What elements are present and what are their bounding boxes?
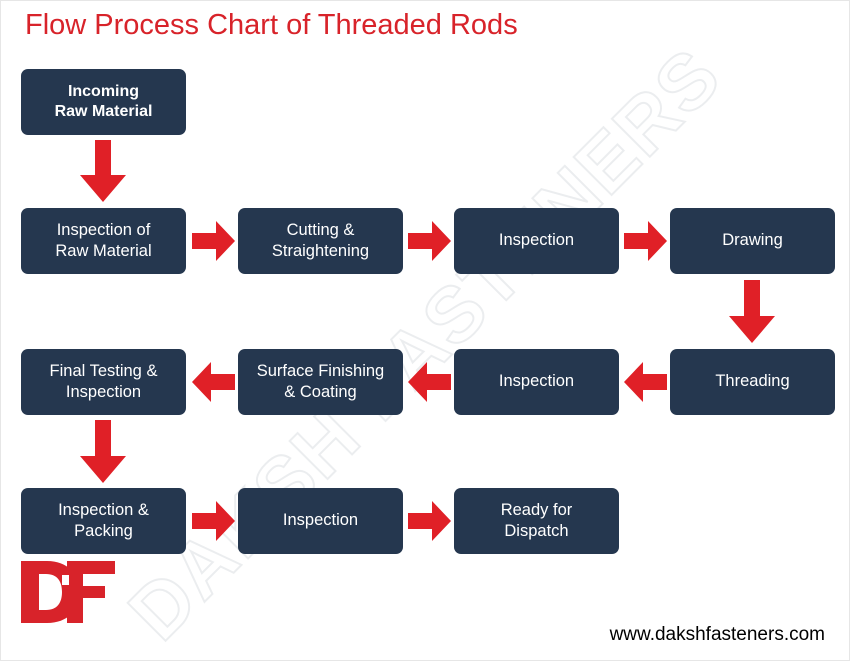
process-node-threading[interactable]: Threading xyxy=(670,349,835,415)
arrow-inspection-packing-to-inspection-3 xyxy=(192,500,236,542)
process-node-inspection-2[interactable]: Inspection xyxy=(454,349,619,415)
arrow-cutting-straightening-to-inspection-1 xyxy=(408,220,452,262)
arrow-incoming-raw-material-to-inspection-of-raw-material xyxy=(79,140,127,203)
page-title: Flow Process Chart of Threaded Rods xyxy=(25,9,518,41)
process-node-inspection-3[interactable]: Inspection xyxy=(238,488,403,554)
node-label: Inspection of Raw Material xyxy=(55,220,152,260)
arrow-surface-finishing-coating-to-final-testing-inspection xyxy=(192,361,236,403)
process-node-incoming-raw-material[interactable]: Incoming Raw Material xyxy=(21,69,186,135)
arrow-inspection-2-to-surface-finishing-coating xyxy=(408,361,452,403)
process-node-drawing[interactable]: Drawing xyxy=(670,208,835,274)
arrow-final-testing-inspection-to-inspection-packing xyxy=(79,420,127,484)
process-node-surface-finishing-coating[interactable]: Surface Finishing & Coating xyxy=(238,349,403,415)
node-label: Ready for Dispatch xyxy=(500,500,573,540)
company-logo[interactable] xyxy=(21,561,115,623)
process-node-final-testing-inspection[interactable]: Final Testing & Inspection xyxy=(21,349,186,415)
node-label: Cutting & Straightening xyxy=(271,220,370,260)
node-label: Surface Finishing & Coating xyxy=(256,361,385,401)
process-node-inspection-of-raw-material[interactable]: Inspection of Raw Material xyxy=(21,208,186,274)
node-label: Inspection xyxy=(498,372,575,391)
arrow-inspection-1-to-drawing xyxy=(624,220,668,262)
website-url[interactable]: www.dakshfasteners.com xyxy=(609,624,825,645)
node-label: Drawing xyxy=(722,231,783,250)
watermark-text: DAKSH FASTENERS xyxy=(111,29,739,657)
process-node-inspection-packing[interactable]: Inspection & Packing xyxy=(21,488,186,554)
node-label: Incoming Raw Material xyxy=(54,82,153,120)
process-node-ready-for-dispatch[interactable]: Ready for Dispatch xyxy=(454,488,619,554)
arrow-drawing-to-threading xyxy=(728,280,776,344)
arrow-threading-to-inspection-2 xyxy=(624,361,668,403)
process-node-cutting-straightening[interactable]: Cutting & Straightening xyxy=(238,208,403,274)
node-label: Inspection xyxy=(282,511,359,530)
node-label: Final Testing & Inspection xyxy=(49,361,158,401)
node-label: Inspection xyxy=(498,231,575,250)
arrow-inspection-3-to-ready-for-dispatch xyxy=(408,500,452,542)
process-node-inspection-1[interactable]: Inspection xyxy=(454,208,619,274)
arrow-inspection-of-raw-material-to-cutting-straightening xyxy=(192,220,236,262)
node-label: Inspection & Packing xyxy=(58,500,149,540)
node-label: Threading xyxy=(715,372,790,391)
